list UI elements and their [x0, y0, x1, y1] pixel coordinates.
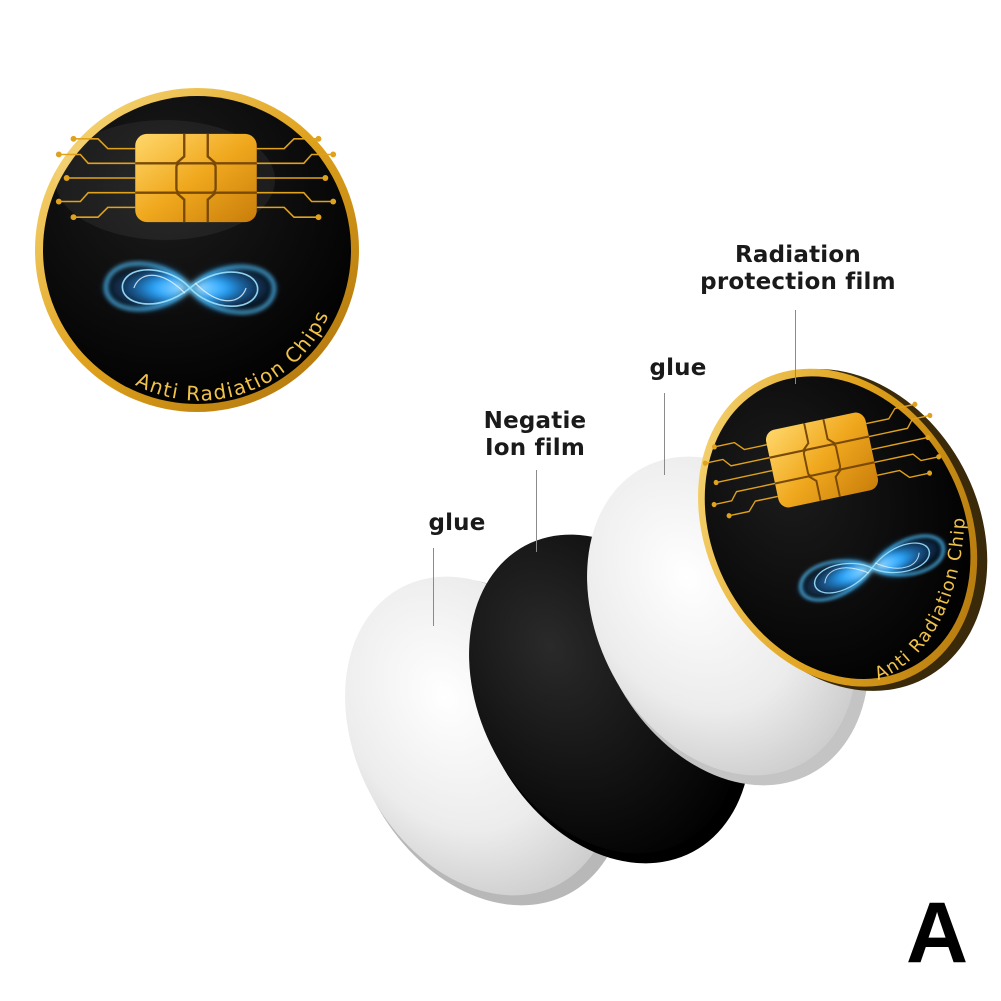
label-text: Radiation protection film	[700, 242, 896, 295]
leader-line-glue-back	[433, 548, 434, 626]
label-text: Negatie Ion film	[483, 408, 587, 461]
label-glue-front: glue	[626, 355, 730, 382]
variant-letter: A	[906, 885, 969, 981]
label-text: glue	[649, 355, 707, 381]
label-radiation-protection-film: Radiation protection film	[690, 242, 906, 296]
leader-line-radiation-protection-film	[795, 310, 796, 384]
label-glue-back: glue	[405, 510, 509, 537]
label-text: glue	[428, 510, 486, 536]
label-negative-ion-film: Negatie Ion film	[460, 408, 610, 462]
leader-line-glue-front	[664, 393, 665, 475]
product-disc-front: Anti Radiation Chips	[35, 88, 359, 412]
leader-line-negative-ion-film	[536, 470, 537, 552]
